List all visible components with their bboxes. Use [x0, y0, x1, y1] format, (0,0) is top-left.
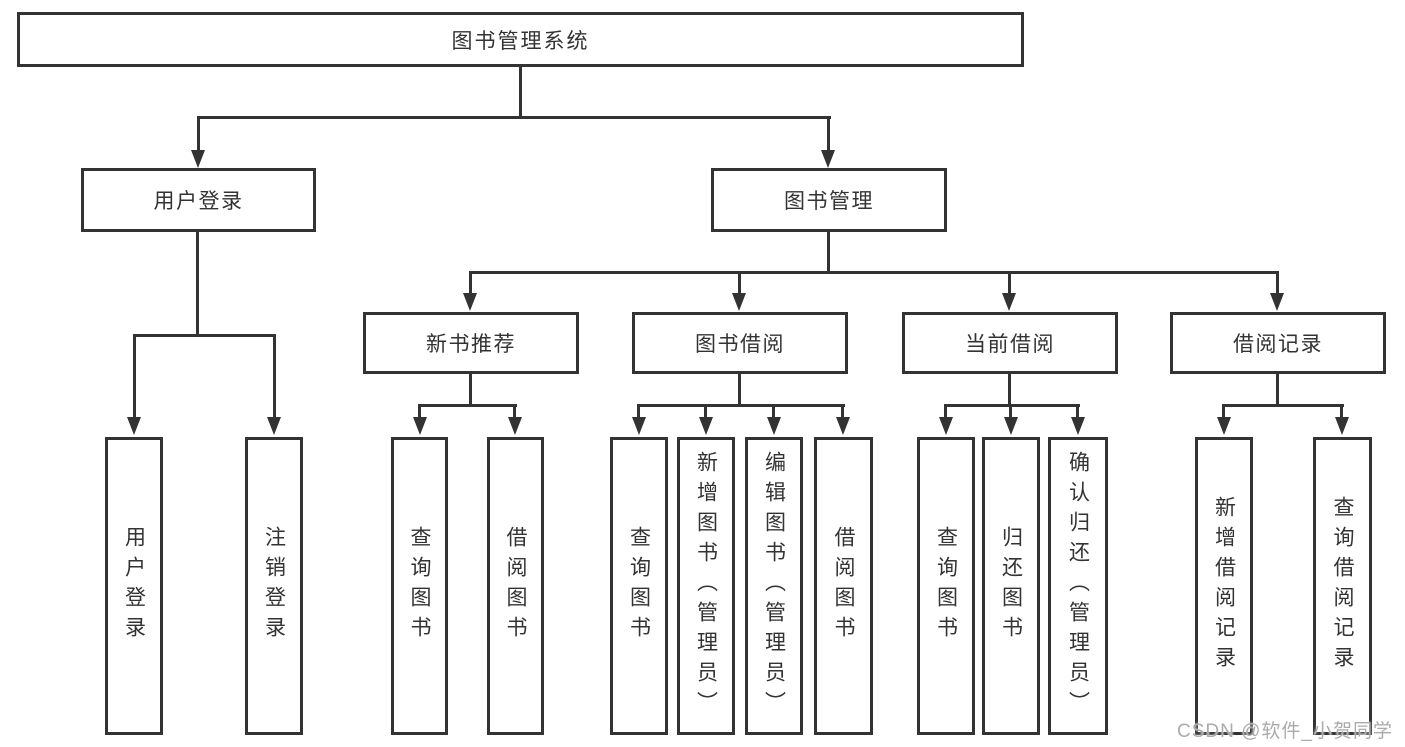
- leaf-user-login: 用户登录: [105, 437, 163, 735]
- leaf-borrow-book: 借阅图书: [814, 437, 873, 735]
- leaf-current-query: 查询图书: [917, 437, 975, 735]
- node-book-borrow: 图书借阅: [632, 312, 848, 374]
- node-user-login: 用户登录: [81, 168, 316, 232]
- connector-line: [519, 67, 522, 117]
- arrow-down-icon: [1335, 417, 1349, 435]
- node-user-login-label: 用户登录: [153, 190, 244, 213]
- arrow-down-icon: [191, 150, 205, 168]
- node-root-label: 图书管理系统: [451, 29, 590, 53]
- connector-line: [944, 404, 947, 419]
- connector-line: [1008, 374, 1011, 406]
- arrow-down-icon: [732, 293, 746, 311]
- connector-line: [1276, 271, 1279, 294]
- leaf-current-return: 归还图书: [982, 437, 1040, 735]
- leaf-borrow-add-admin: 新增图书（管理员）: [677, 437, 735, 735]
- leaf-logout-label: 注销登录: [262, 526, 286, 646]
- arrow-down-icon: [821, 150, 835, 168]
- connector-line: [827, 232, 830, 273]
- leaf-newbooks-query-label: 查询图书: [408, 526, 431, 646]
- connector-line: [197, 116, 831, 119]
- leaf-borrow-edit-admin: 编辑图书（管理员）: [745, 437, 803, 735]
- leaf-newbooks-query: 查询图书: [391, 437, 448, 735]
- connector-line: [841, 404, 844, 419]
- arrow-down-icon: [1071, 417, 1085, 435]
- connector-line: [1009, 404, 1012, 419]
- node-borrow-records-label: 借阅记录: [1233, 333, 1323, 356]
- connector-line: [273, 334, 276, 419]
- connector-line: [945, 404, 1080, 407]
- arrow-down-icon: [1002, 293, 1016, 311]
- node-book-management-label: 图书管理: [784, 190, 874, 213]
- leaf-current-return-label: 归还图书: [999, 526, 1023, 646]
- connector-line: [133, 334, 136, 419]
- csdn-watermark: CSDN @软件_小贺同学: [1177, 721, 1393, 742]
- connector-line: [738, 271, 741, 294]
- connector-line: [469, 271, 472, 294]
- arrow-down-icon: [699, 417, 713, 435]
- arrow-down-icon: [939, 417, 953, 435]
- node-current-borrow: 当前借阅: [902, 312, 1118, 374]
- leaf-logout: 注销登录: [245, 437, 303, 735]
- connector-line: [1076, 404, 1079, 419]
- arrow-down-icon: [267, 417, 281, 435]
- arrow-down-icon: [127, 417, 141, 435]
- connector-line: [469, 271, 1279, 274]
- connector-line: [1222, 404, 1225, 419]
- leaf-current-confirm-admin: 确认归还（管理员）: [1048, 437, 1108, 735]
- arrow-down-icon: [1217, 417, 1231, 435]
- arrow-down-icon: [508, 417, 522, 435]
- connector-line: [827, 116, 830, 152]
- leaf-records-add-label: 新增借阅记录: [1212, 496, 1236, 676]
- connector-line: [704, 404, 707, 419]
- leaf-records-query: 查询借阅记录: [1313, 437, 1372, 735]
- leaf-borrow-query: 查询图书: [610, 437, 668, 735]
- leaf-current-confirm-admin-label: 确认归还（管理员）: [1066, 451, 1090, 721]
- leaf-borrow-add-admin-label: 新增图书（管理员）: [694, 451, 718, 721]
- connector-line: [196, 232, 199, 336]
- node-new-book-recommend: 新书推荐: [363, 312, 579, 374]
- connector-line: [772, 404, 775, 419]
- node-book-management: 图书管理: [711, 168, 947, 232]
- leaf-current-query-label: 查询图书: [934, 526, 958, 646]
- leaf-borrow-book-label: 借阅图书: [832, 526, 855, 646]
- node-borrow-records: 借阅记录: [1170, 312, 1386, 374]
- connector-line: [513, 404, 516, 419]
- connector-line: [419, 404, 517, 407]
- leaf-newbooks-borrow: 借阅图书: [487, 437, 544, 735]
- node-root: 图书管理系统: [17, 12, 1024, 67]
- connector-line: [1276, 374, 1279, 406]
- connector-line: [418, 404, 421, 419]
- connector-line: [637, 404, 640, 419]
- node-current-borrow-label: 当前借阅: [965, 333, 1055, 356]
- connector-line: [469, 374, 472, 406]
- arrow-down-icon: [836, 417, 850, 435]
- arrow-down-icon: [632, 417, 646, 435]
- connector-line: [738, 374, 741, 406]
- leaf-records-query-label: 查询借阅记录: [1331, 496, 1354, 676]
- arrow-down-icon: [1270, 293, 1284, 311]
- leaf-borrow-edit-admin-label: 编辑图书（管理员）: [762, 451, 786, 721]
- leaf-user-login-label: 用户登录: [122, 526, 146, 646]
- arrow-down-icon: [1004, 417, 1018, 435]
- connector-line: [197, 116, 200, 152]
- connector-line: [1340, 404, 1343, 419]
- connector-line: [1223, 404, 1344, 407]
- arrow-down-icon: [767, 417, 781, 435]
- leaf-records-add: 新增借阅记录: [1195, 437, 1253, 735]
- leaf-newbooks-borrow-label: 借阅图书: [504, 526, 527, 646]
- connector-line: [638, 404, 845, 407]
- node-book-borrow-label: 图书借阅: [695, 333, 785, 356]
- arrow-down-icon: [413, 417, 427, 435]
- node-new-book-recommend-label: 新书推荐: [426, 333, 516, 356]
- connector-line: [1008, 271, 1011, 294]
- leaf-borrow-query-label: 查询图书: [627, 526, 651, 646]
- arrow-down-icon: [463, 293, 477, 311]
- connector-line: [133, 334, 276, 337]
